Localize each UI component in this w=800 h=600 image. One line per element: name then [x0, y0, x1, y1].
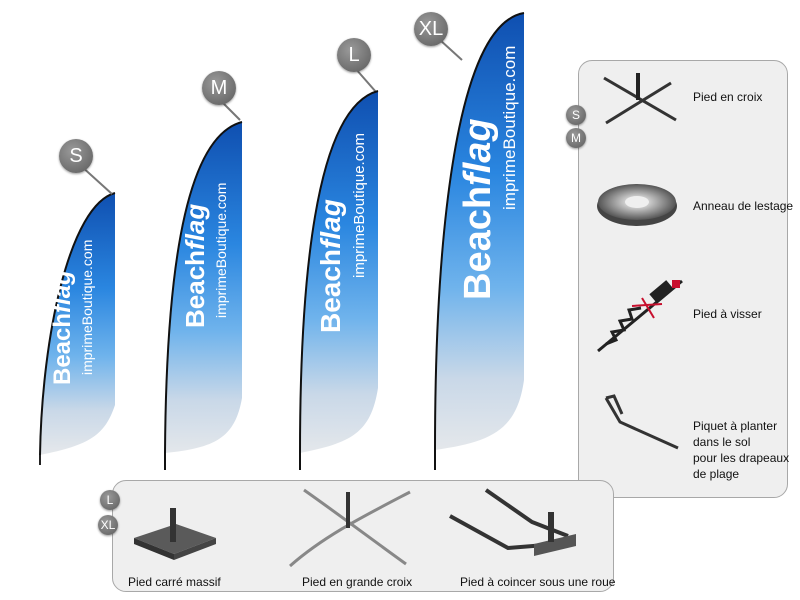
flag-brand-prefix: Beach: [49, 313, 76, 385]
flag-brand-suffix: flag: [457, 118, 499, 186]
flag-s: Beachflag imprimeBoutique.com: [30, 185, 120, 465]
flag-xl: Beachflag imprimeBoutique.com: [432, 10, 532, 470]
large-cross-stand-icon: [284, 486, 414, 570]
flag-brand-prefix: Beach: [180, 250, 210, 328]
size-badge-s: S: [59, 139, 93, 173]
svg-text:Beachflag: Beachflag: [457, 118, 499, 300]
ground-stake-label: Piquet à planter dans le sol pour les dr…: [693, 418, 789, 482]
svg-text:Beachflag: Beachflag: [315, 199, 346, 333]
flag-brand-suffix: flag: [180, 204, 210, 250]
weight-ring-icon: [596, 180, 678, 228]
svg-text:Beachflag: Beachflag: [49, 270, 76, 385]
panel-item-label-line: Piquet à planter: [693, 419, 778, 433]
flag-site: imprimeBoutique.com: [500, 46, 519, 210]
size-badge-s-small: S: [566, 105, 586, 125]
wheel-stand-icon: [448, 486, 584, 568]
size-badge-xl-small: XL: [98, 515, 118, 535]
panel-item-label: Pied en grande croix: [302, 575, 413, 589]
panel-item-label-line: pour les drapeaux: [693, 451, 790, 465]
panel-item-label-line: dans le sol: [693, 435, 751, 449]
size-badge-l: L: [337, 38, 371, 72]
square-base-icon: [126, 498, 222, 562]
flag-brand-prefix: Beach: [457, 186, 499, 300]
panel-item-label: Anneau de lestage: [693, 199, 794, 213]
flag-site: imprimeBoutique.com: [79, 240, 95, 375]
flag-site: imprimeBoutique.com: [213, 183, 229, 318]
size-badge-xl: XL: [414, 12, 448, 46]
small-flag-bases-panel: [578, 60, 788, 498]
flag-site: imprimeBoutique.com: [351, 133, 368, 278]
size-badge-l-small: L: [100, 490, 120, 510]
svg-text:Beachflag: Beachflag: [180, 204, 210, 328]
panel-item-label: Pied en croix: [693, 90, 763, 104]
size-badge-m-small: M: [566, 128, 586, 148]
flag-brand-suffix: flag: [315, 199, 346, 249]
panel-item-label: Pied à visser: [693, 307, 762, 321]
panel-item-label-line: de plage: [693, 467, 740, 481]
panel-item-label: Pied à coincer sous une roue: [460, 575, 616, 589]
flag-brand-suffix: flag: [49, 270, 76, 313]
ground-stake-icon: [598, 392, 688, 454]
size-badge-m: M: [202, 71, 236, 105]
flag-m: Beachflag imprimeBoutique.com: [160, 118, 250, 470]
flag-brand-prefix: Beach: [315, 249, 346, 333]
cross-stand-icon: [596, 68, 686, 128]
screw-stake-icon: [592, 276, 692, 356]
flag-l: Beachflag imprimeBoutique.com: [296, 88, 386, 470]
panel-item-label: Pied carré massif: [128, 575, 221, 589]
